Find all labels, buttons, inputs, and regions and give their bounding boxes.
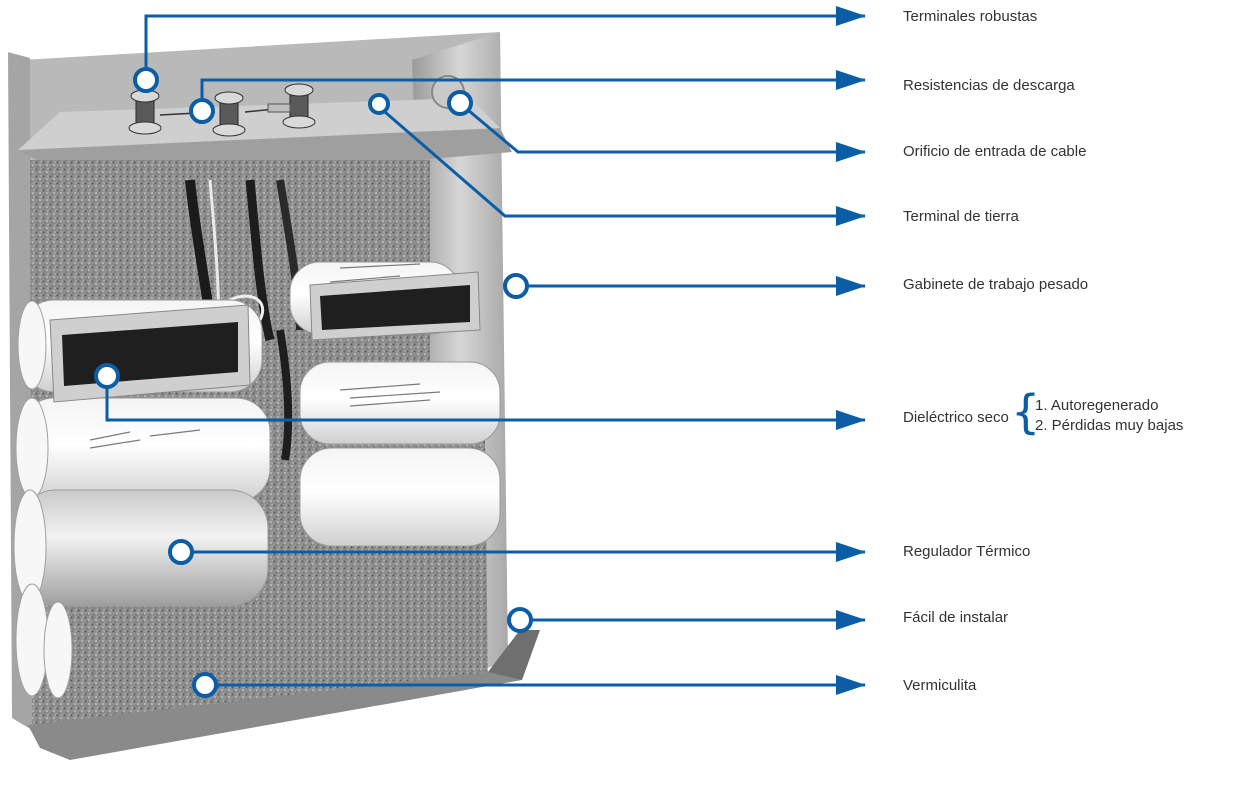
callout-dot-facil [509, 609, 531, 631]
callout-dot-terminales [135, 69, 157, 91]
callout-label-resistencias: Resistencias de descarga [903, 77, 1075, 95]
callout-dot-regulador [170, 541, 192, 563]
callout-dot-resistencias [191, 100, 213, 122]
callout-label-facil: Fácil de instalar [903, 609, 1008, 627]
callout-line-orificio [468, 110, 865, 152]
callout-label-gabinete: Gabinete de trabajo pesado [903, 276, 1088, 294]
capacitor-enclosure [8, 32, 540, 760]
callout-dot-dielectrico [96, 365, 118, 387]
callout-label-tierra: Terminal de tierra [903, 208, 1019, 226]
callout-dot-orificio [449, 92, 471, 114]
callout-dot-gabinete [505, 275, 527, 297]
callout-label-terminales: Terminales robustas [903, 8, 1037, 26]
dielectrico-subitem-1: 1. Autoregenerado [1035, 396, 1158, 415]
callout-label-dielectrico: Dieléctrico seco [903, 409, 1009, 427]
callout-label-orificio: Orificio de entrada de cable [903, 143, 1086, 161]
callout-dot-vermiculita [194, 674, 216, 696]
callout-label-regulador: Regulador Térmico [903, 543, 1030, 561]
callout-label-vermiculita: Vermiculita [903, 677, 976, 695]
dielectrico-subitem-2: 2. Pérdidas muy bajas [1035, 416, 1183, 435]
callout-dot-tierra [370, 95, 388, 113]
